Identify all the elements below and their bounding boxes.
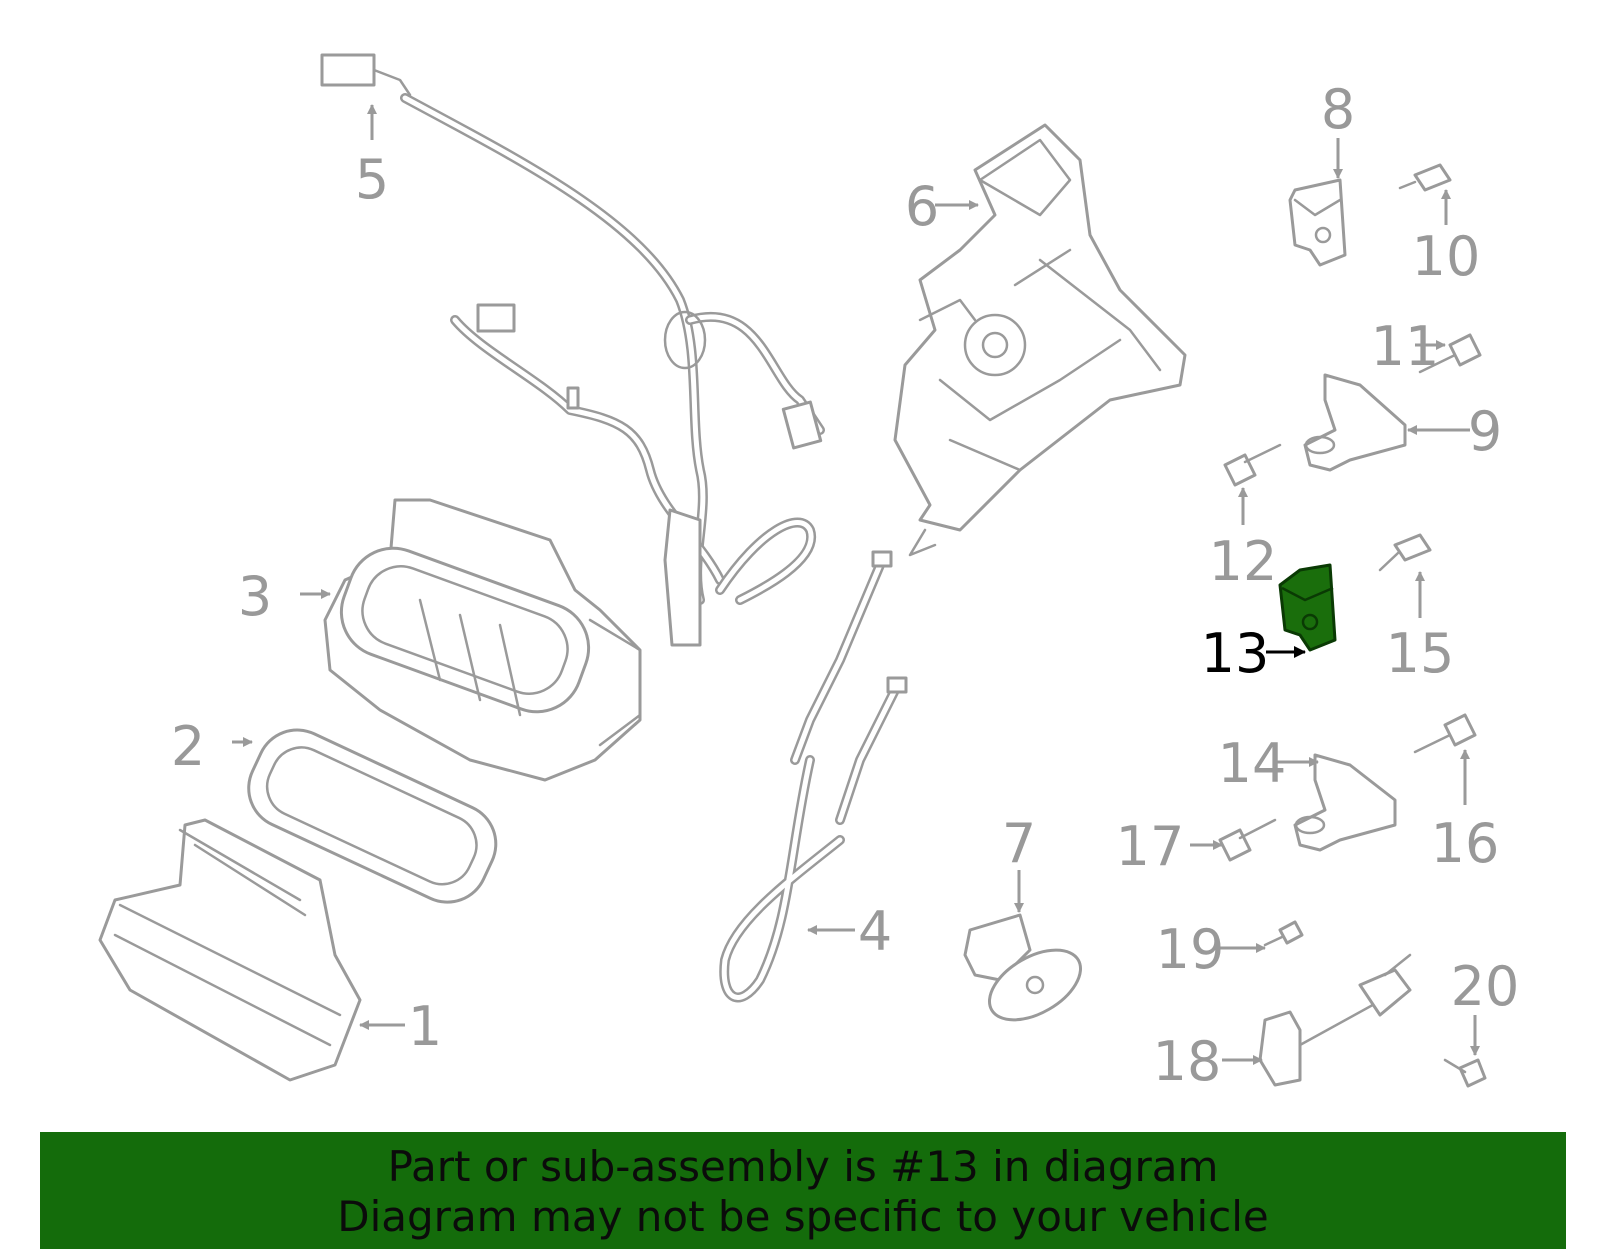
callout-18: 18 bbox=[1153, 1030, 1222, 1093]
callout-20: 20 bbox=[1451, 955, 1520, 1018]
part-6-lock-actuator bbox=[893, 123, 1187, 557]
part-18-check-strap bbox=[1258, 953, 1412, 1087]
part-12-bolt bbox=[1223, 443, 1282, 487]
info-banner: Part or sub-assembly is #13 in diagram D… bbox=[40, 1132, 1566, 1249]
part-11-bolt bbox=[1418, 333, 1482, 374]
callout-17: 17 bbox=[1116, 815, 1185, 878]
callout-11: 11 bbox=[1371, 315, 1440, 378]
part-7-bumper bbox=[963, 913, 1083, 1022]
callout-15: 15 bbox=[1386, 622, 1455, 685]
part-8-bracket bbox=[1288, 178, 1347, 267]
part-10-screw bbox=[1398, 163, 1452, 192]
callout-6: 6 bbox=[905, 175, 939, 238]
part-19-screw bbox=[1263, 920, 1304, 947]
callout-1: 1 bbox=[408, 995, 442, 1058]
part-14-bracket bbox=[1293, 753, 1397, 852]
callout-5: 5 bbox=[355, 148, 389, 211]
callout-16: 16 bbox=[1431, 812, 1500, 875]
part-17-bolt bbox=[1218, 818, 1277, 862]
callout-labels: 5 6 3 2 1 4 7 8 10 11 9 12 15 13 14 16 1… bbox=[171, 78, 1520, 1093]
callout-4: 4 bbox=[858, 900, 892, 963]
callout-14: 14 bbox=[1218, 732, 1287, 795]
part-16-bolt bbox=[1413, 713, 1477, 754]
part-15-screw bbox=[1378, 533, 1432, 572]
callout-arrows bbox=[232, 104, 1480, 1065]
part-4-cables bbox=[719, 550, 908, 1003]
callout-2: 2 bbox=[171, 715, 205, 778]
banner-line-2: Diagram may not be specific to your vehi… bbox=[337, 1192, 1269, 1241]
part-5-wiring-harness bbox=[320, 53, 825, 647]
part-2-gasket bbox=[247, 728, 498, 904]
callout-10: 10 bbox=[1412, 225, 1481, 288]
callout-9: 9 bbox=[1468, 400, 1502, 463]
callout-3: 3 bbox=[238, 565, 272, 628]
callout-13: 13 bbox=[1201, 622, 1270, 685]
callout-19: 19 bbox=[1156, 918, 1225, 981]
part-3-handle-frame bbox=[323, 498, 642, 782]
parts-diagram: 5 6 3 2 1 4 7 8 10 11 9 12 15 13 14 16 1… bbox=[98, 53, 1520, 1093]
part-1-outside-handle bbox=[98, 818, 362, 1082]
callout-12: 12 bbox=[1209, 530, 1278, 593]
callout-8: 8 bbox=[1321, 78, 1355, 141]
banner-line-1: Part or sub-assembly is #13 in diagram bbox=[387, 1142, 1219, 1191]
part-9-bracket bbox=[1303, 373, 1407, 472]
part-20-bolt bbox=[1443, 1058, 1487, 1088]
callout-7: 7 bbox=[1002, 812, 1036, 875]
part-13-highlighted-bracket bbox=[1278, 563, 1337, 652]
